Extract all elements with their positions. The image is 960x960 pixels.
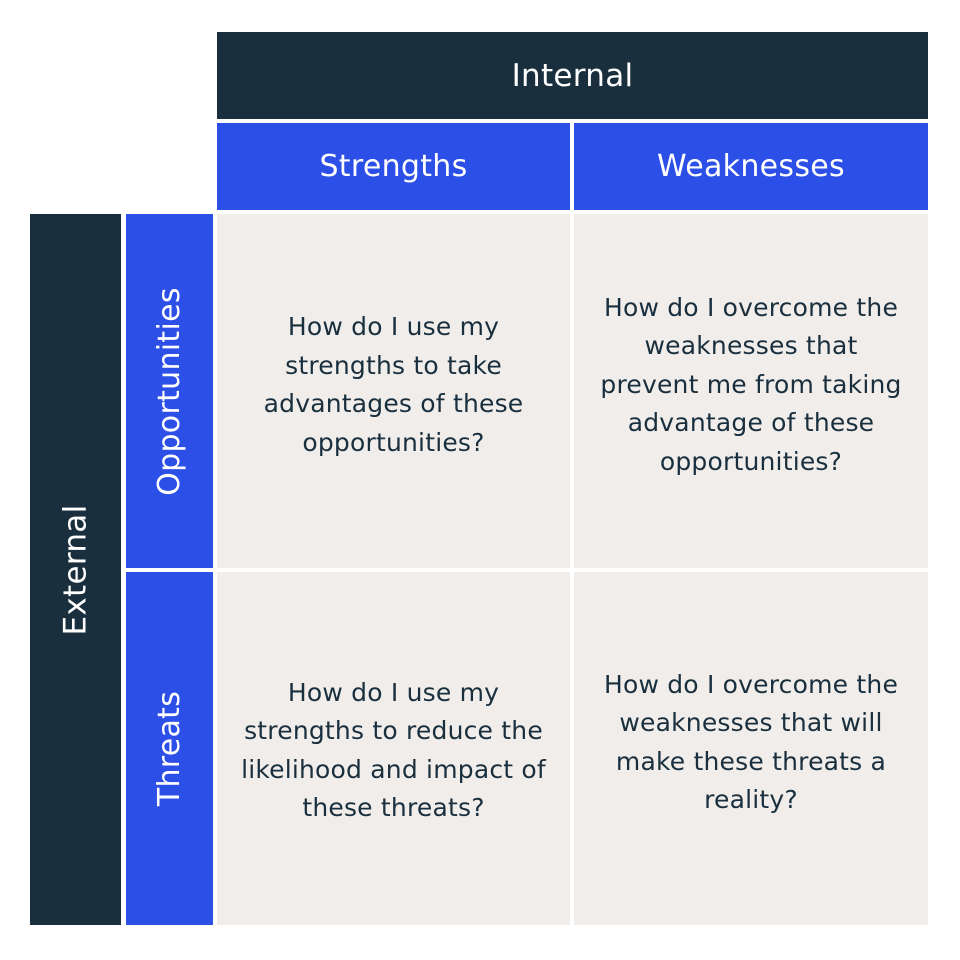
weaknesses-label: Weaknesses <box>657 149 845 184</box>
cell-strengths-opportunities-text: How do I use my strengths to take advant… <box>263 312 524 457</box>
weaknesses-header: Weaknesses <box>574 123 928 210</box>
internal-label: Internal <box>511 57 634 94</box>
opportunities-header: Opportunities <box>126 214 213 568</box>
cell-weaknesses-threats-text: How do I overcome the weaknesses that wi… <box>603 669 899 815</box>
external-label: External <box>57 503 94 636</box>
cell-weaknesses-threats: How do I overcome the weaknesses that wi… <box>574 572 928 925</box>
strengths-label: Strengths <box>319 149 468 184</box>
cell-weaknesses-opportunities: How do I overcome the weaknesses that pr… <box>574 214 928 568</box>
cell-strengths-threats: How do I use my strengths to reduce the … <box>217 572 570 925</box>
threats-label: Threats <box>152 690 188 807</box>
cell-strengths-opportunities: How do I use my strengths to take advant… <box>217 214 570 568</box>
cell-strengths-threats-text: How do I use my strengths to reduce the … <box>241 677 546 823</box>
internal-header: Internal <box>217 32 928 119</box>
cell-weaknesses-opportunities-text: How do I overcome the weaknesses that pr… <box>600 292 902 476</box>
threats-header: Threats <box>126 572 213 925</box>
opportunities-label: Opportunities <box>152 286 188 496</box>
strengths-header: Strengths <box>217 123 570 210</box>
external-header: External <box>30 214 121 925</box>
